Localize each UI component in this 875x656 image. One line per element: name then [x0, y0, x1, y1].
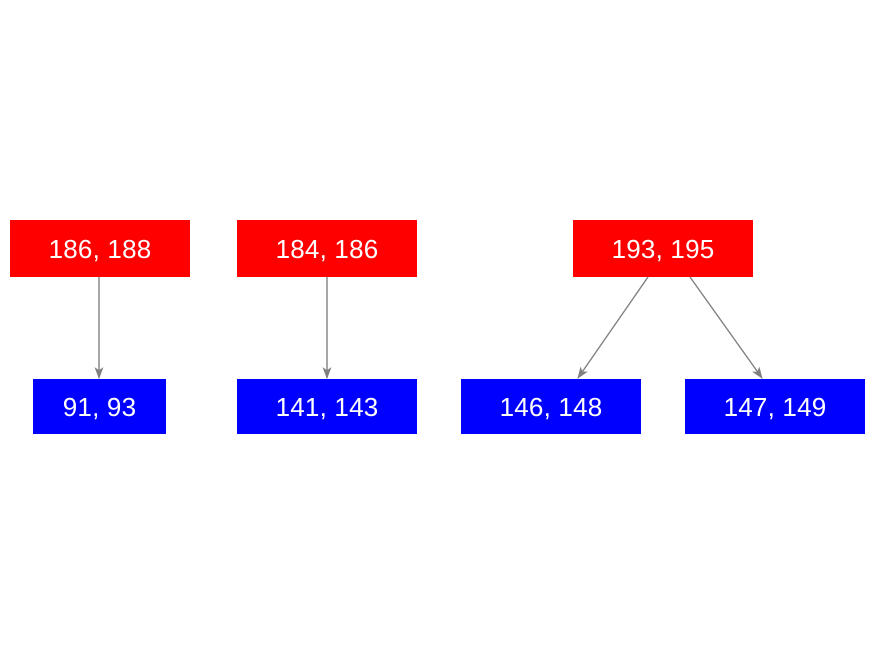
node-label: 193, 195 [611, 233, 715, 264]
node-label: 91, 93 [62, 391, 137, 422]
graph-node-186-188[interactable]: 186, 188 [10, 220, 190, 277]
graph-edge [577, 276, 649, 379]
graph-node-141-143[interactable]: 141, 143 [237, 379, 417, 434]
node-label: 184, 186 [275, 233, 379, 264]
node-label: 141, 143 [275, 391, 379, 422]
graph-node-193-195[interactable]: 193, 195 [573, 220, 753, 277]
node-label: 147, 149 [723, 391, 827, 422]
graph-node-146-148[interactable]: 146, 148 [461, 379, 641, 434]
node-label: 146, 148 [499, 391, 603, 422]
graph-node-184-186[interactable]: 184, 186 [237, 220, 417, 277]
node-label: 186, 188 [48, 233, 152, 264]
graph-node-147-149[interactable]: 147, 149 [685, 379, 865, 434]
graph-edge [689, 276, 763, 379]
graph-node-91-93[interactable]: 91, 93 [33, 379, 166, 434]
